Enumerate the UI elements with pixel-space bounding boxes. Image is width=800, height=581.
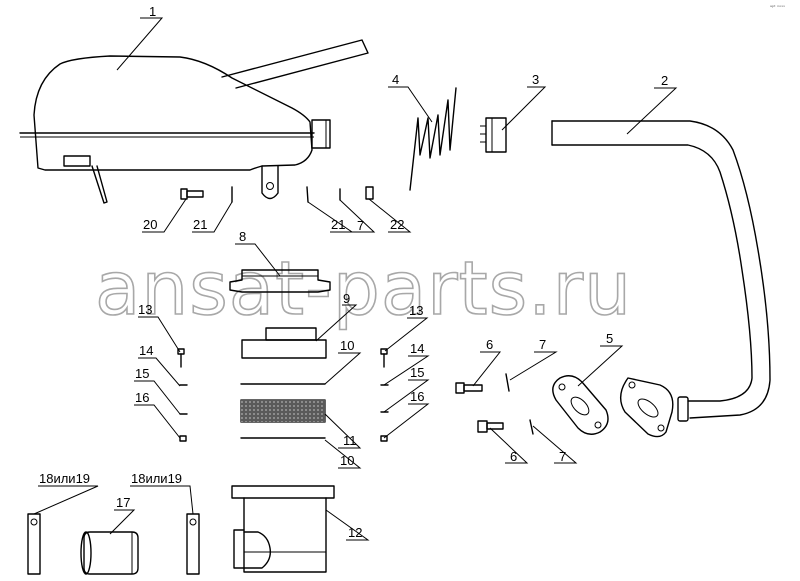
callout-14-right: 14 xyxy=(410,341,424,356)
callout-21-right: 21 xyxy=(331,217,345,232)
callout-9: 9 xyxy=(343,291,350,306)
callout-7-top: 7 xyxy=(357,218,364,233)
callout-13-right: 13 xyxy=(409,303,423,318)
part-12-filter-housing xyxy=(231,485,335,573)
part-18-clamp-left xyxy=(27,513,41,575)
part-17-hose xyxy=(80,531,139,575)
callout-1: 1 xyxy=(149,4,156,19)
callout-14-left: 14 xyxy=(139,343,153,358)
callout-8: 8 xyxy=(239,229,246,244)
part-4-spring xyxy=(409,87,457,191)
callout-5: 5 xyxy=(606,331,613,346)
callout-7-lower: 7 xyxy=(559,449,566,464)
callout-18-19-left: 18или19 xyxy=(39,471,90,486)
part-6-bolt-lower xyxy=(477,420,504,433)
callout-17: 17 xyxy=(116,495,130,510)
part-2-exhaust-pipe xyxy=(551,120,771,438)
callout-15-left: 15 xyxy=(135,366,149,381)
part-6-bolt-upper xyxy=(455,382,483,394)
callout-10-upper: 10 xyxy=(340,338,354,353)
callout-6-upper: 6 xyxy=(486,337,493,352)
callout-16-left: 16 xyxy=(135,390,149,405)
callout-11: 11 xyxy=(343,433,357,448)
part-16-nut-left xyxy=(179,435,187,442)
callout-15-right: 15 xyxy=(410,365,424,380)
part-13-screw-left xyxy=(177,348,185,368)
part-22-nut xyxy=(365,186,374,200)
callout-10-lower: 10 xyxy=(340,453,354,468)
callout-7-upper: 7 xyxy=(539,337,546,352)
leader-lines xyxy=(33,17,678,541)
part-11-filter-mesh xyxy=(240,399,326,423)
part-9-filter-cap xyxy=(241,327,327,359)
part-20-bolt xyxy=(180,188,204,200)
part-3-clip xyxy=(480,117,507,153)
callout-6-lower: 6 xyxy=(510,449,517,464)
callout-labels: 1 2 3 4 5 6 6 7 7 7 8 9 10 10 11 12 13 1… xyxy=(39,4,668,540)
callout-22: 22 xyxy=(390,217,404,232)
callout-12: 12 xyxy=(348,525,362,540)
part-7-washer-lower xyxy=(529,419,534,435)
part-18-clamp-right xyxy=(186,513,200,575)
part-16-nut-right xyxy=(380,435,388,442)
callout-3: 3 xyxy=(532,72,539,87)
callout-18-19-right: 18или19 xyxy=(131,471,182,486)
part-5-gasket xyxy=(552,375,609,435)
corner-mark: ᵃᵖᵗ ⁿᵒˢˢ xyxy=(770,5,785,11)
callout-21-left: 21 xyxy=(193,217,207,232)
part-21-washer-right xyxy=(306,186,309,203)
part-1-muffler xyxy=(19,39,369,204)
callout-20: 20 xyxy=(143,217,157,232)
part-13-screw-right xyxy=(380,348,388,368)
callout-2: 2 xyxy=(661,73,668,88)
callout-4: 4 xyxy=(392,72,399,87)
callout-13-left: 13 xyxy=(138,302,152,317)
watermark: ansat-parts.ru xyxy=(95,246,632,332)
part-7-washer-upper xyxy=(505,373,510,392)
callout-16-right: 16 xyxy=(410,389,424,404)
